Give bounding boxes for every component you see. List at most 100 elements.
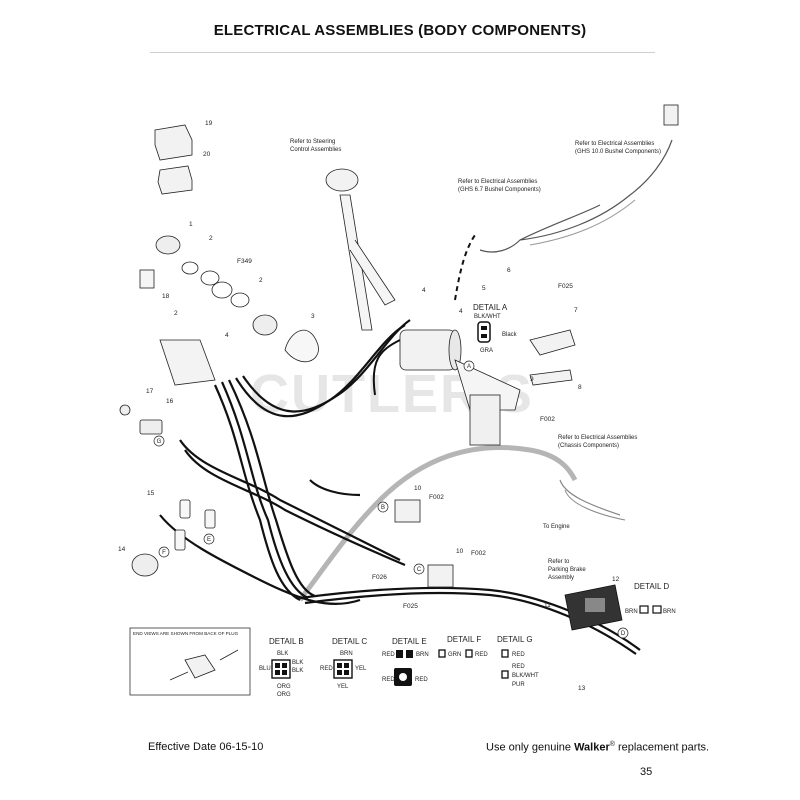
ghs67-callout-line2: (GHS 6.7 Bushel Components) (458, 187, 541, 193)
part-num-17: 17 (146, 388, 154, 395)
detail-e-red3: RED (415, 677, 428, 683)
part-num-16: 16 (166, 398, 174, 405)
washers (181, 261, 250, 308)
page-title: ELECTRICAL ASSEMBLIES (BODY COMPONENTS) (213, 22, 587, 39)
steering-column (325, 168, 396, 331)
letter-f: F (162, 550, 166, 556)
letter-circle-b (377, 501, 389, 513)
part-num-F002b: F002 (429, 494, 444, 501)
letter-circle-d (617, 627, 629, 639)
detail-g-pur: PUR (512, 682, 525, 688)
part-num-1: 1 (189, 221, 193, 228)
detail-a-bottom-wire: GRA (480, 348, 493, 354)
detail-b-blu: BLU (259, 666, 271, 672)
black-callout: Black (502, 332, 518, 338)
detail-a-title: DETAIL A (473, 303, 508, 312)
genuine-post: replacement parts. (614, 741, 710, 754)
part-number-labels: 19 20 1 2 F349 2 18 2 3 4 4 4 17 16 5 6 … (118, 120, 620, 692)
ghs10-callout-line1: Refer to Electrical Assemblies (575, 141, 654, 147)
part-num-12: 12 (612, 576, 620, 583)
part-num-14: 14 (118, 546, 126, 553)
relay-19 (154, 124, 193, 161)
fuse-holders (174, 499, 216, 551)
connector-top-right (663, 104, 679, 126)
part-num-4a: 4 (225, 332, 229, 339)
part-num-8: 8 (578, 384, 582, 391)
part-num-2c: 2 (174, 310, 178, 317)
detail-g: DETAIL G RED RED BLK/WHT PUR (497, 635, 539, 688)
registered-mark: ® (609, 741, 615, 748)
part-num-10a: 10 (414, 485, 422, 492)
steering-callout-line1: Refer to Steering (290, 139, 335, 145)
part-num-15: 15 (147, 490, 155, 497)
ghs10-callout-line2: (GHS 10.0 Bushel Components) (575, 149, 661, 155)
part-num-F349: F349 (237, 258, 252, 265)
page-number: 35 (640, 766, 653, 778)
part-num-2a: 2 (209, 235, 213, 242)
detail-c-brn: BRN (340, 651, 353, 657)
ghs67-wire (454, 234, 476, 301)
detail-b-blk1: BLK (277, 651, 288, 657)
detail-g-blkwht: BLK/WHT (512, 673, 539, 679)
part-num-2b: 2 (259, 277, 263, 284)
part-num-18: 18 (162, 293, 170, 300)
title-divider (150, 52, 655, 53)
letter-circle-e (203, 533, 215, 545)
detail-c-yel2: YEL (337, 684, 349, 690)
part-num-7: 7 (574, 307, 578, 314)
harness-to-switch (372, 339, 401, 396)
detail-b: DETAIL B BLK BLK BLK BLU ORG ORG (259, 637, 304, 698)
relay-10-upper (394, 499, 421, 523)
part-num-4c: 4 (459, 308, 463, 315)
part-num-13: 13 (578, 685, 586, 692)
genuine-pre: Use only genuine (486, 741, 575, 754)
detail-d: DETAIL D BRN BRN (625, 582, 676, 615)
detail-d-left: BRN (625, 609, 638, 615)
chassis-callout-line1: Refer to Electrical Assemblies (558, 435, 637, 441)
detail-e: DETAIL E RED BRN RED RED (382, 637, 429, 686)
parking-callout-line3: Assembly (548, 575, 574, 581)
detail-c-red: RED (320, 666, 333, 672)
connector-14 (131, 553, 159, 577)
hour-meter-12 (564, 584, 623, 631)
ghs67-wire-2 (479, 204, 601, 253)
relay-20 (157, 165, 193, 195)
part-17-16 (119, 404, 163, 435)
end-views-note: END VIEWS ARE SHOWN FROM BACK OF PLUG (133, 631, 239, 636)
letter-e: E (207, 537, 211, 543)
part-num-6: 6 (507, 267, 511, 274)
genuine-parts-note: Use only genuine Walker® replacement par… (486, 741, 709, 754)
relay-10-lower (427, 564, 454, 588)
part-num-4b: 4 (422, 287, 426, 294)
steering-callout-line2: Control Assemblies (290, 147, 341, 153)
connector-letters (153, 360, 629, 639)
part-num-9: 9 (530, 376, 534, 383)
detail-b-title: DETAIL B (269, 637, 304, 646)
part-num-F026: F026 (372, 574, 387, 581)
part-num-3: 3 (311, 313, 315, 320)
letter-circle-a (463, 360, 475, 372)
part-num-F025b: F025 (403, 603, 418, 610)
letter-d: D (621, 631, 626, 637)
letter-g: G (157, 439, 162, 445)
main-harness (159, 319, 641, 655)
detail-a-top-wire: BLK/WHT (474, 314, 501, 320)
engine-lead (559, 479, 621, 516)
boot-3 (284, 329, 319, 363)
detail-b-blk2: BLK (292, 660, 303, 666)
detail-e-title: DETAIL E (392, 637, 427, 646)
part-num-F002c: F002 (471, 550, 486, 557)
detail-a: DETAIL A BLK/WHT GRA (473, 303, 508, 354)
letter-c: C (417, 567, 422, 573)
detail-g-red1: RED (512, 652, 525, 658)
ghs10-wire-2 (529, 199, 636, 246)
detail-b-org1: ORG (277, 684, 291, 690)
letter-circle-c (413, 563, 425, 575)
letter-circle-f (158, 546, 170, 558)
detail-c-yel1: YEL (355, 666, 367, 672)
part-num-20: 20 (203, 151, 211, 158)
detail-e-red1: RED (382, 652, 395, 658)
chassis-harness (297, 445, 578, 602)
detail-f-red: RED (475, 652, 488, 658)
detail-e-red2: RED (382, 677, 395, 683)
